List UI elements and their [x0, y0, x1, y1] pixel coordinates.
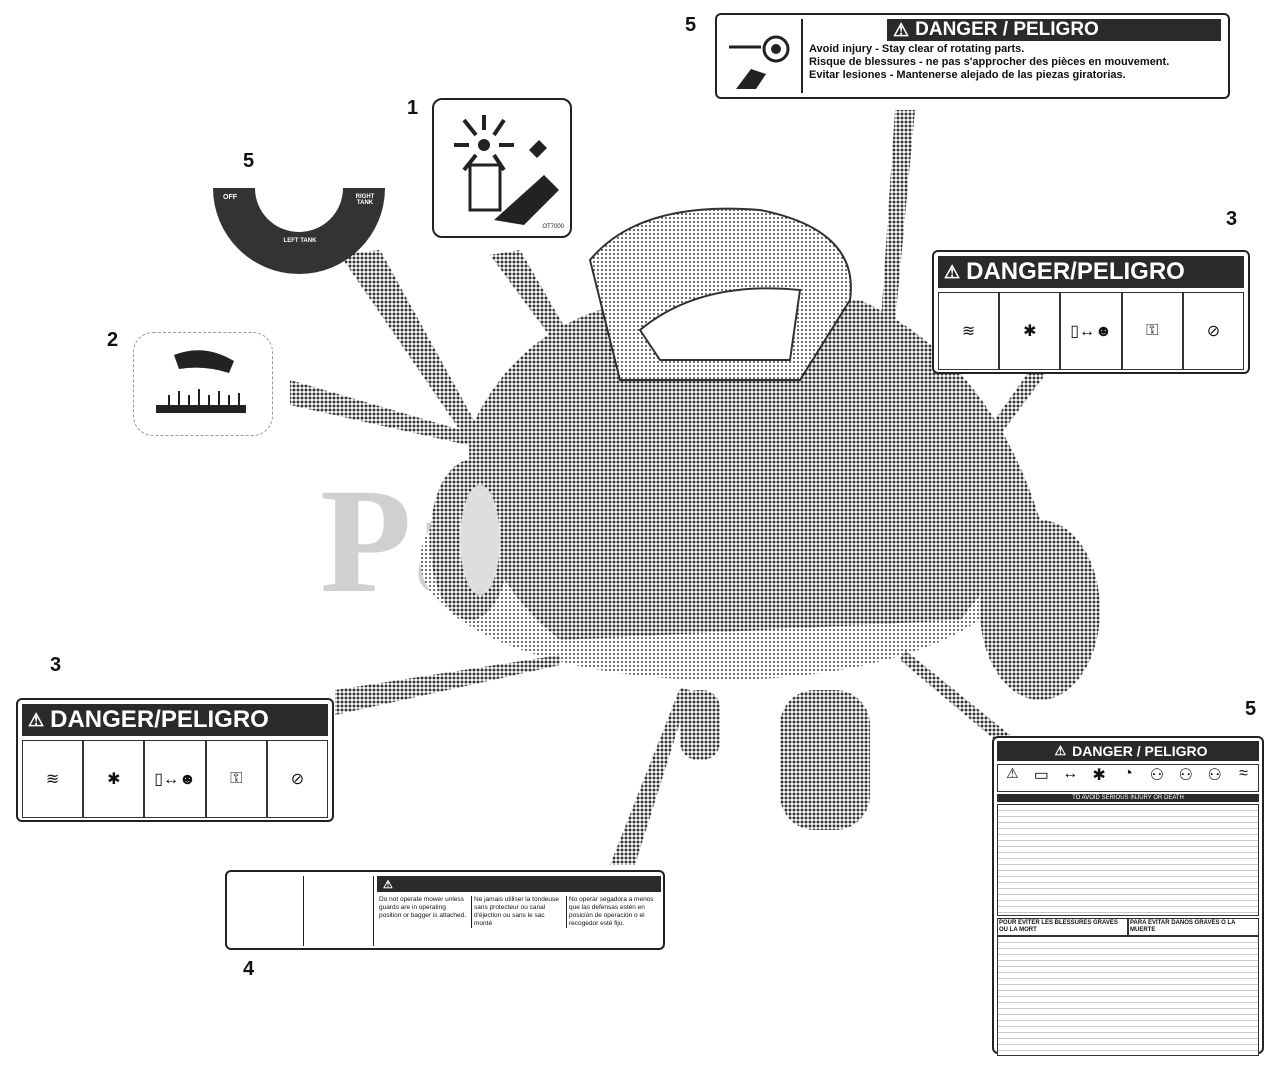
hot-surface-icon — [156, 350, 246, 413]
danger-top-header: ⚠DANGER / PELIGRO — [887, 19, 1221, 41]
decal-5-header: ⚠DANGER / PELIGRO — [997, 741, 1259, 761]
decal-1-code: OT7000 — [542, 224, 564, 230]
danger-left-header: ⚠DANGER/PELIGRO — [22, 704, 328, 736]
callout-1: 1 — [407, 97, 419, 119]
feet-hazard-icon: ≋ — [22, 740, 84, 818]
decal-5-fr-header: POUR EVITER LES BLESSURES GRAVES OU LA M… — [997, 918, 1128, 936]
guard-icon — [305, 876, 374, 946]
decal-4-es: No operar segadora a menos que las defen… — [569, 896, 654, 927]
decal-5-rotating-parts: ⚠DANGER / PELIGRO Avoid injury - Stay cl… — [715, 13, 1230, 99]
bystander-distance-icon: ▯↔☻ — [1060, 292, 1122, 370]
decal-5-subheader: TO AVOID SERIOUS INJURY OR DEATH — [997, 794, 1259, 802]
decal-5-fr-es-text-block — [997, 936, 1259, 1056]
danger-right-header: ⚠DANGER/PELIGRO — [938, 256, 1244, 288]
callout-2: 2 — [107, 329, 119, 351]
callout-3-left: 3 — [50, 654, 62, 676]
decal-5-en-text-block — [997, 804, 1259, 916]
thrown-object-icon: ✱ — [999, 292, 1061, 370]
mower-body — [469, 300, 1040, 640]
danger-top-fr: Risque de blessures - ne pas s'approcher… — [809, 56, 1170, 68]
danger-top-es: Evitar lesiones - Mantenerse alejado de … — [809, 69, 1126, 81]
fuel-off-label: OFF — [223, 194, 237, 201]
thrown-object-icon: ✱ — [83, 740, 145, 818]
thrown-objects-icon — [454, 115, 559, 225]
decal-5-operator-safety: ⚠DANGER / PELIGRO ⚠▭ ↔✱ ◔⚇ ⚇⚇ ≈ TO AVOID… — [992, 736, 1264, 1056]
bystander-distance-icon: ▯↔☻ — [144, 740, 206, 818]
decal-3-right: ⚠DANGER/PELIGRO ≋ ✱ ▯↔☻ ⚿ ⊘ — [932, 250, 1250, 374]
caster-left — [680, 690, 720, 760]
callout-4: 4 — [243, 958, 255, 980]
callout-5-left: 5 — [243, 150, 255, 172]
feet-hazard-icon: ≋ — [938, 292, 1000, 370]
decal-4-en: Do not operate mower unless guards are i… — [377, 896, 472, 928]
rotating-parts-icon — [721, 19, 803, 93]
decal-4-fr: Ne jamais utiliser la tondeuse sans prot… — [472, 896, 567, 928]
discharge-icon — [231, 876, 304, 946]
decal-2-hot-surface — [133, 332, 273, 436]
decal-1-thrown-objects: OT7000 — [432, 98, 572, 238]
remove-key-icon: ⚿ — [205, 740, 267, 818]
fuel-right-label: RIGHT TANK — [355, 194, 375, 206]
decal-5-pictograms: ⚠▭ ↔✱ ◔⚇ ⚇⚇ ≈ — [997, 764, 1259, 792]
callout-3-right: 3 — [1226, 208, 1238, 230]
caster-right — [780, 690, 870, 830]
decal-3-left: ⚠DANGER/PELIGRO ≋ ✱ ▯↔☻ ⚿ ⊘ — [16, 698, 334, 822]
fuel-selector-decal: OFF RIGHT TANK LEFT TANK — [213, 188, 385, 274]
decal-4-header-band: ⚠ — [377, 876, 661, 892]
no-riders-icon: ⊘ — [266, 740, 329, 818]
no-riders-icon: ⊘ — [1182, 292, 1245, 370]
remove-key-icon: ⚿ — [1121, 292, 1183, 370]
danger-top-en: Avoid injury - Stay clear of rotating pa… — [809, 43, 1025, 55]
fuel-left-label: LEFT TANK — [283, 238, 317, 244]
callout-5-right: 5 — [1245, 698, 1257, 720]
decal-4-guards: ⚠ Do not operate mower unless guards are… — [225, 870, 665, 950]
right-wheel — [980, 520, 1100, 700]
callout-5-top: 5 — [685, 14, 697, 36]
decal-5-es-header: PARA EVITAR DAÑOS GRAVES O LA MUERTE — [1128, 918, 1259, 936]
